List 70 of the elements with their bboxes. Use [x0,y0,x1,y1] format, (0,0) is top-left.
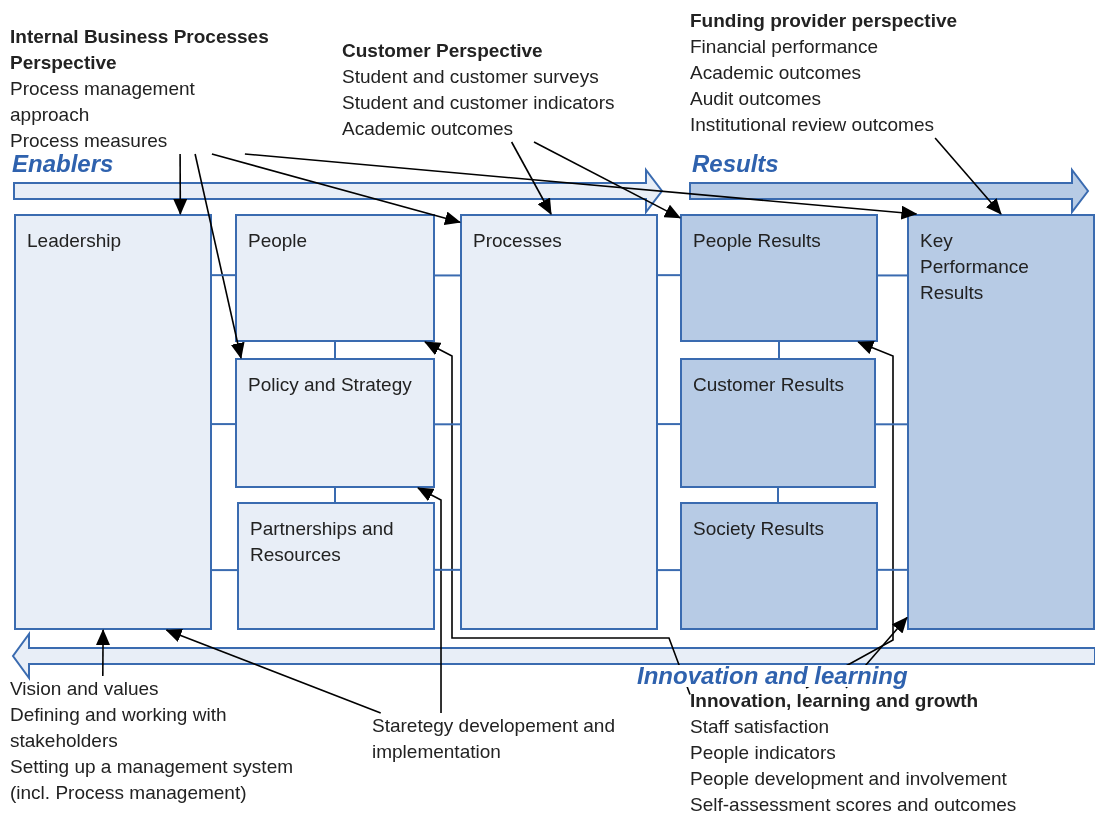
list-item: Student and customer surveys [342,65,600,89]
section-title: Results [692,153,779,175]
connector-line [434,568,461,571]
arrow [211,153,461,226]
list-item: Student and customer indicators [342,91,616,115]
list-item: Self-assessment scores and outcomes [690,793,1018,817]
box-label: Society Results [693,517,825,541]
connector-line [657,274,681,277]
list-item: Audit outcomes [690,87,822,111]
connector-line [778,341,780,359]
connector-line [211,274,236,277]
list-item: Vision and values [10,677,160,701]
arrow [424,341,691,696]
arrow [510,141,552,215]
arrow [805,341,894,689]
category-box [460,214,658,630]
category-box [680,358,876,488]
section-title: Enablers [12,153,114,175]
category-box [680,214,878,342]
arrow [533,141,681,219]
list-item: Setting up a management system (incl. Process management) [10,755,295,805]
box-label: People [248,229,309,253]
connector-line [211,569,238,572]
category-box [237,502,435,630]
list-item: Process management approach [10,77,196,127]
box-label: Key Performance Results [920,229,1030,305]
box-label: Policy and Strategy [248,373,413,397]
connector-line [434,274,461,277]
arrow [417,487,442,714]
heading-text: Innovation, learning and growth [690,689,980,713]
arrow [165,628,382,714]
category-box [680,502,878,630]
arrow [173,153,188,215]
box-label: Processes [473,229,563,253]
list-item: People development and involvement [690,767,1008,791]
heading-text: Funding provider perspective [690,9,959,33]
list-item: Staff satisfaction [690,715,831,739]
heading-text: Customer Perspective [342,39,544,63]
category-box [907,214,1095,630]
category-box [14,214,212,630]
arrow [244,153,918,220]
list-item: Defining and working with stakeholders [10,703,228,753]
arrow [194,153,245,359]
connector-line [657,569,681,572]
list-item: Institutional review outcomes [690,113,935,137]
list-item: Staretegy developement and implementation [372,714,616,764]
connector-line [877,568,908,571]
category-box [235,214,435,342]
arrow [934,137,1002,215]
connector-line [334,341,336,359]
connector-line [777,487,779,503]
connector-line [211,423,236,426]
connector-line [334,487,336,503]
list-item: Academic outcomes [690,61,863,85]
box-label: Customer Results [693,373,845,397]
heading-text: Internal Business Processes Perspective [10,25,270,75]
box-label: People Results [693,229,822,253]
section-title: Innovation and learning [637,665,908,687]
connector-line [875,423,908,426]
connector-line [877,274,908,277]
arrow [96,629,110,677]
box-label: Leadership [27,229,123,253]
list-item: Financial performance [690,35,879,59]
category-box [235,358,435,488]
list-item: Process measures [10,129,169,153]
box-label: Partnerships and Resources [250,517,395,567]
connector-line [657,423,681,426]
connector-line [434,423,461,426]
list-item: Academic outcomes [342,117,515,141]
list-item: People indicators [690,741,837,765]
